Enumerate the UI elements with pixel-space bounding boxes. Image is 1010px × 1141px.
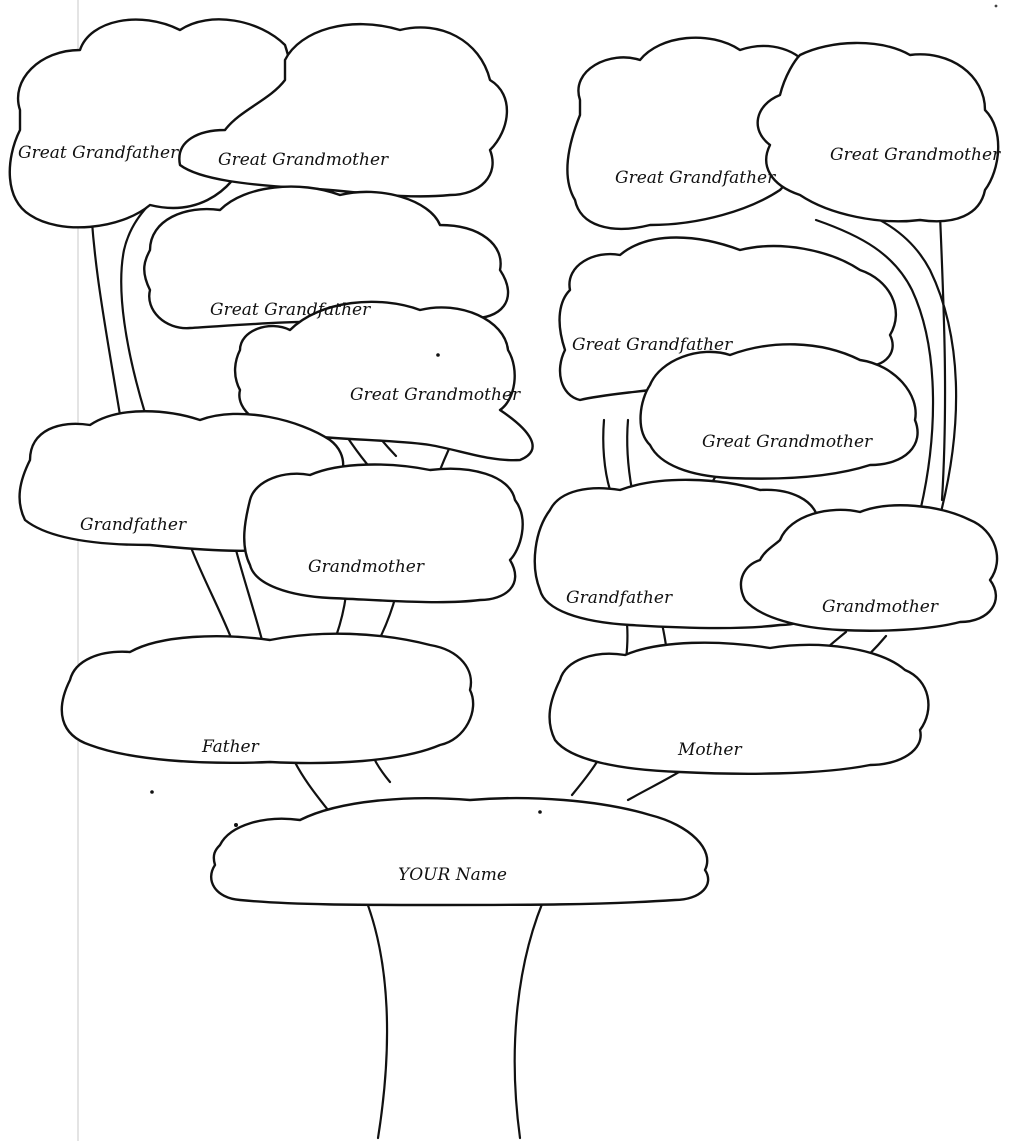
cloud-maternal-grandmother <box>739 504 999 632</box>
label-maternal-gm-mother: Great Grandmother <box>702 432 873 452</box>
cloud-paternal-grandmother <box>243 463 524 604</box>
branch-mgm-ggf-b <box>814 218 935 522</box>
labels: Great Grandfather Great Grandmother Grea… <box>18 143 1001 885</box>
label-maternal-gf-mother: Great Grandmother <box>830 145 1001 165</box>
label-paternal-gf-father: Great Grandfather <box>18 143 179 163</box>
cloud-mother <box>548 641 930 775</box>
branch-father-gf-b <box>234 548 264 642</box>
trunk-right <box>513 888 550 1140</box>
speckles <box>150 4 998 827</box>
cloud-father <box>60 632 475 765</box>
label-maternal-gm-father: Great Grandfather <box>572 335 733 355</box>
label-paternal-gm-mother: Great Grandmother <box>350 385 521 405</box>
cloud-maternal-gm-mother <box>639 343 919 480</box>
label-maternal-grandfather: Grandfather <box>566 588 673 608</box>
label-paternal-grandfather: Grandfather <box>80 515 187 535</box>
cloud-paternal-gf-mother <box>178 22 509 198</box>
branch-mgf-ggf-b <box>626 418 634 492</box>
label-maternal-gf-father: Great Grandfather <box>615 168 776 188</box>
label-paternal-gm-father: Great Grandfather <box>210 300 371 320</box>
speckle <box>436 353 440 357</box>
speckle <box>234 823 238 827</box>
branch-mgf-ggf-a <box>602 418 612 492</box>
speckle <box>150 790 154 794</box>
cloud-paternal-gm-father <box>143 185 510 330</box>
label-paternal-gf-mother: Great Grandmother <box>218 150 389 170</box>
speckle <box>994 4 998 8</box>
cloud-you <box>209 796 710 907</box>
label-you: YOUR Name <box>398 865 507 885</box>
branch-mgm-ggm <box>938 213 947 502</box>
speckle <box>538 810 542 814</box>
trunk-left <box>360 888 389 1140</box>
label-maternal-grandmother: Grandmother <box>822 597 939 617</box>
label-mother: Mother <box>677 740 742 760</box>
clouds <box>8 18 1000 907</box>
label-father: Father <box>201 737 260 757</box>
branch-father-gf-a <box>190 548 234 642</box>
cloud-maternal-gf-mother <box>756 41 1000 223</box>
label-paternal-grandmother: Grandmother <box>308 557 425 577</box>
